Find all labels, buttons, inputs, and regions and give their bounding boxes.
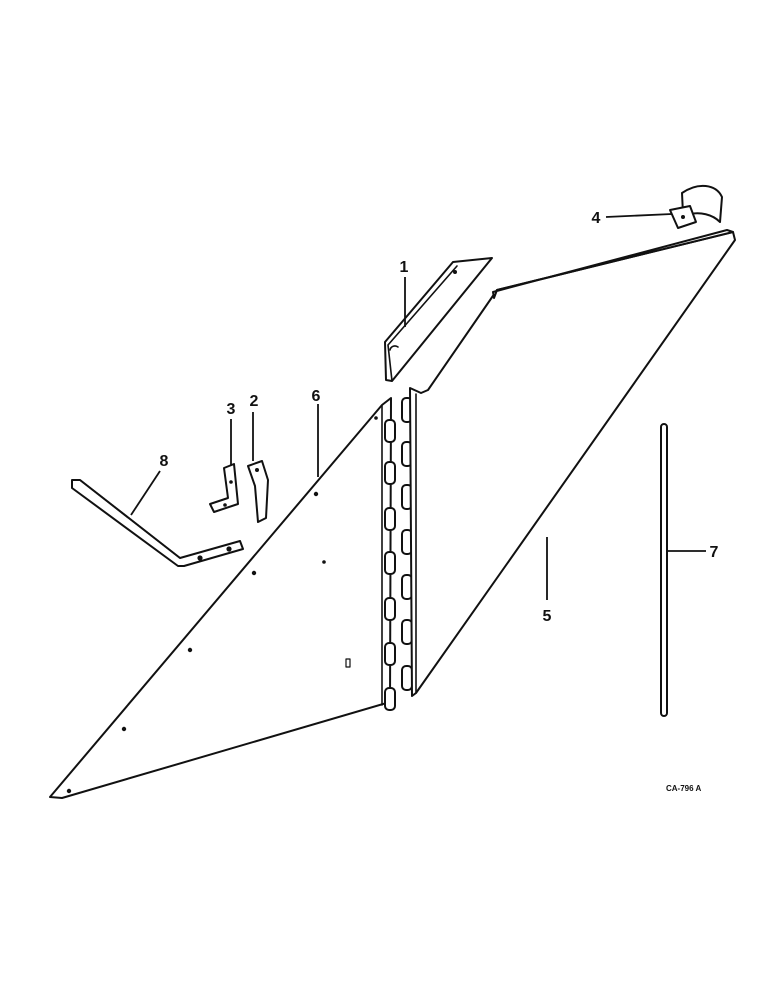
callout-6: 6 [312, 388, 321, 405]
callout-8: 8 [160, 453, 169, 470]
callout-3: 3 [227, 401, 236, 418]
hinge-knuckle [384, 461, 396, 485]
part-2-strap-bracket [247, 460, 269, 523]
hinge-knuckle [384, 419, 396, 443]
hinge-knuckle [384, 507, 396, 531]
drawing-code: CA-796 A [666, 784, 701, 793]
hinge-knuckle [384, 597, 396, 621]
part-8-bracket [71, 479, 244, 567]
hinge-knuckle [401, 665, 413, 691]
leader-lines [130, 213, 706, 600]
hinge-knuckle [384, 642, 396, 666]
part-1-angle-strip [384, 257, 493, 382]
part-5-right-panel [409, 229, 736, 697]
callout-7: 7 [710, 544, 719, 561]
part-3-l-bracket [209, 463, 239, 513]
hinge-knuckle [384, 551, 396, 575]
hinge-knuckle [384, 687, 396, 711]
callout-5: 5 [543, 608, 552, 625]
callout-4: 4 [592, 210, 601, 227]
callout-1: 1 [400, 259, 409, 276]
callout-2: 2 [250, 393, 259, 410]
part-7-rod [660, 423, 668, 717]
hinge-knuckle [401, 619, 413, 645]
part-6-left-panel [49, 397, 392, 799]
part-4-clip [669, 185, 723, 229]
